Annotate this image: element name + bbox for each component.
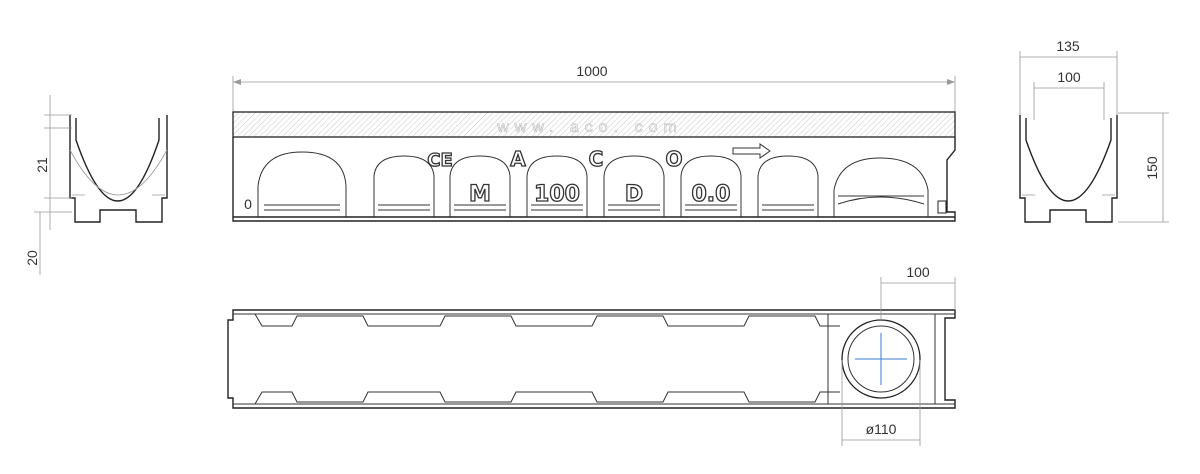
outlet-offset-label: 100: [906, 264, 930, 280]
mark-m: M: [469, 182, 491, 207]
left-end-view: [34, 95, 168, 275]
mark-nominal-width: 100: [534, 182, 580, 207]
watermark-url: www. aco. com: [496, 119, 683, 136]
ce-mark: CE: [427, 150, 453, 171]
upper-depth-label: 21: [34, 157, 50, 173]
mark-c: C: [589, 147, 604, 171]
top-width-outer-label: 135: [1056, 38, 1080, 54]
right-end-view: [1019, 51, 1169, 223]
front-elevation-view: [232, 76, 956, 222]
top-width-inner-label: 100: [1057, 69, 1081, 85]
mark-o: O: [665, 147, 682, 171]
outlet-diameter-label: ø110: [866, 421, 897, 437]
plan-view: [227, 277, 956, 446]
height-label: 150: [1144, 156, 1160, 180]
mark-slope: 0.0: [692, 182, 731, 207]
lower-depth-label: 20: [24, 250, 40, 266]
length-dimension-label: 1000: [576, 63, 607, 79]
mark-a: A: [510, 147, 526, 171]
mark-small-zero: 0: [244, 196, 252, 212]
mark-d: D: [625, 182, 643, 207]
